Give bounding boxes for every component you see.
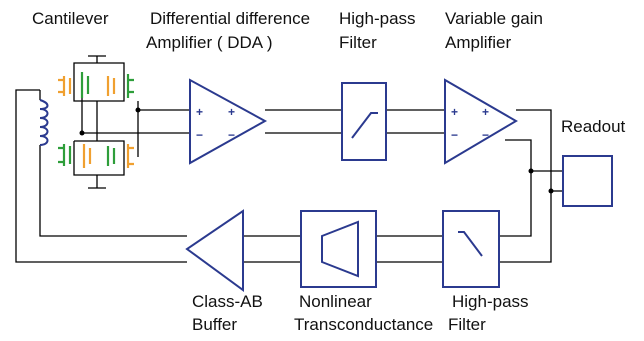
label-hpf-bot-line2: Filter [448, 315, 486, 334]
transistor-orange-icon [106, 76, 116, 96]
vga-minus-sign-1: − [451, 128, 458, 142]
transistor-orange-icon [126, 144, 134, 168]
vga-plus-sign-2: + [482, 105, 489, 119]
label-buffer-line2: Buffer [192, 315, 237, 334]
hpf-bottom-block [442, 210, 500, 288]
wire-left-outer [15, 89, 187, 263]
filter-curve-icon [458, 231, 483, 257]
wire-vga-out1 [499, 109, 552, 263]
ntc-block [300, 210, 377, 288]
transistor-green-icon [126, 74, 134, 98]
transistor-green-icon [106, 146, 116, 166]
label-dda-line2: Amplifier ( DDA ) [146, 33, 273, 52]
label-readout: Readout [561, 117, 626, 136]
vga-minus-sign-2: − [482, 128, 489, 142]
label-hpf-top-line1: High-pass [339, 9, 416, 28]
dda-amplifier-block: + − + − [189, 78, 268, 165]
transistor-green-icon [80, 72, 90, 98]
label-vga-line1: Variable gain [445, 9, 543, 28]
wire-vga-out2 [499, 139, 532, 237]
junction-dot-1 [528, 168, 534, 174]
label-hpf-top-line2: Filter [339, 33, 377, 52]
transistor-orange-icon [82, 144, 92, 168]
vga-amplifier-block: + − + − [444, 78, 518, 165]
label-vga-line2: Amplifier [445, 33, 511, 52]
buffer-block [185, 209, 244, 292]
dda-minus-sign-2: − [228, 128, 235, 142]
vga-plus-sign-1: + [451, 105, 458, 119]
transconductance-icon [321, 220, 359, 278]
dda-plus-sign-1: + [196, 105, 203, 119]
highpass-curve-icon [351, 112, 378, 139]
junction-dot-2 [548, 188, 554, 194]
readout-block [562, 155, 613, 207]
cantilever-bridge-icon [58, 55, 141, 189]
wiring [15, 89, 563, 263]
transistor-green-icon [58, 144, 72, 166]
inductor-icon [39, 99, 49, 146]
label-ntc-line2: Transconductance [294, 315, 433, 334]
label-cantilever: Cantilever [32, 9, 109, 28]
dda-plus-sign-2: + [228, 105, 235, 119]
dda-minus-sign-1: − [196, 128, 203, 142]
hpf-top-block [341, 82, 387, 161]
label-ntc-line1: Nonlinear [299, 292, 372, 311]
label-dda-line1: Differential difference [150, 9, 310, 28]
label-hpf-bot-line1: High-pass [452, 292, 529, 311]
wire-left-inner [39, 145, 187, 237]
label-buffer-line1: Class-AB [192, 292, 263, 311]
transistor-orange-icon [58, 76, 72, 96]
